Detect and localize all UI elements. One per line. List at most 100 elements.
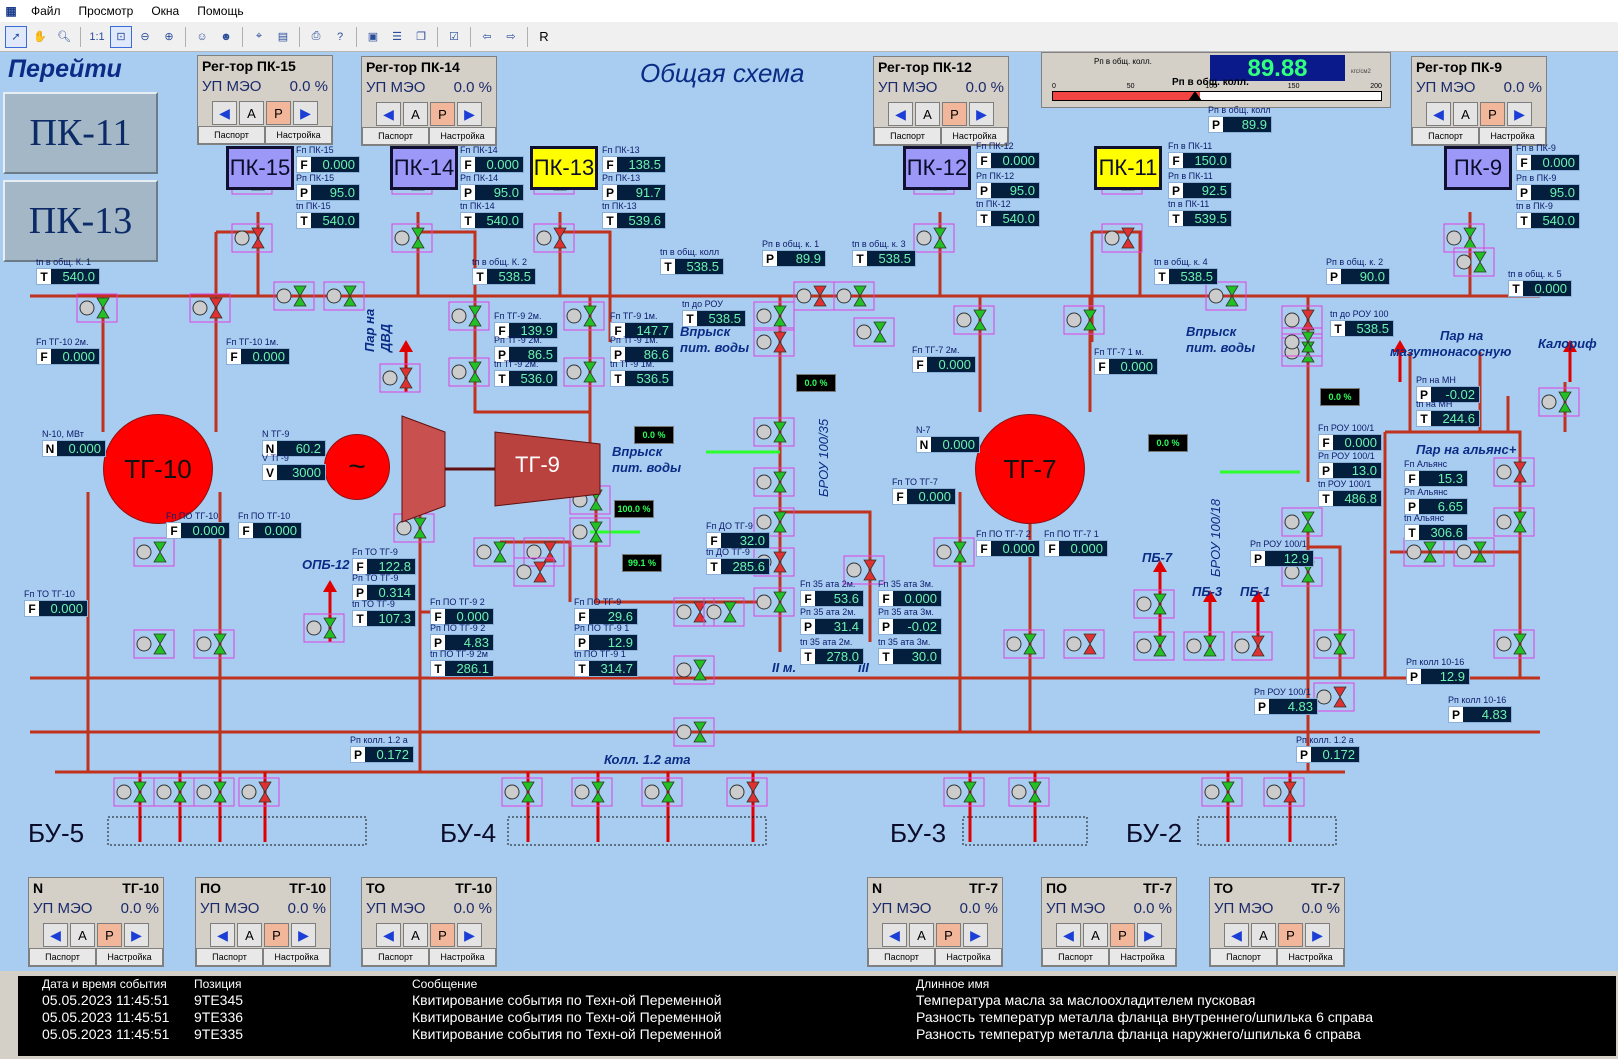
valve-icon[interactable]	[753, 327, 795, 357]
passport-button[interactable]: Паспорт	[196, 948, 263, 966]
valve-icon[interactable]	[273, 281, 315, 311]
zoom-out-icon[interactable]: ⊖	[140, 31, 150, 43]
left-arrow-icon[interactable]: ◀	[43, 923, 68, 947]
settings-button[interactable]: Настройка	[1479, 127, 1546, 145]
right-arrow-icon[interactable]: ▶	[291, 923, 316, 947]
valve-icon[interactable]	[1538, 387, 1580, 417]
settings-button[interactable]: Настройка	[429, 127, 496, 145]
valve-icon[interactable]	[703, 597, 745, 627]
settings-button[interactable]: Настройка	[429, 948, 496, 966]
left-arrow-icon[interactable]: ◀	[376, 923, 401, 947]
valve-icon[interactable]	[448, 357, 490, 387]
valve-icon[interactable]	[189, 293, 231, 323]
settings-button[interactable]: Настройка	[96, 948, 163, 966]
auto-button[interactable]: A	[915, 102, 940, 126]
app-icon[interactable]: ▦	[5, 4, 17, 18]
left-arrow-icon[interactable]: ◀	[1056, 923, 1081, 947]
valve-icon[interactable]	[1133, 631, 1175, 661]
valve-icon[interactable]	[391, 223, 433, 253]
valve-icon[interactable]	[1063, 305, 1105, 335]
reading-value-box[interactable]: P-0.02	[1416, 386, 1480, 403]
passport-button[interactable]: Паспорт	[868, 948, 935, 966]
settings-button[interactable]: Настройка	[263, 948, 330, 966]
zoom-fit-icon[interactable]: ⊡	[110, 25, 132, 48]
tile-icon[interactable]: ☰	[392, 31, 402, 43]
manual-button[interactable]: P	[942, 102, 967, 126]
col-longname[interactable]: Длинное имя	[916, 977, 990, 991]
menu-help[interactable]: Помощь	[197, 4, 244, 18]
valve-icon[interactable]	[1493, 507, 1535, 537]
right-arrow-icon[interactable]: ▶	[457, 102, 482, 126]
valve-icon[interactable]	[473, 537, 515, 567]
right-arrow-icon[interactable]: ▶	[293, 101, 318, 125]
goto-pk13-button[interactable]: ПК-13	[3, 180, 158, 262]
valve-icon[interactable]	[323, 281, 365, 311]
valve-icon[interactable]	[1101, 223, 1143, 253]
valve-icon[interactable]	[231, 223, 273, 253]
valve-icon[interactable]	[1493, 457, 1535, 487]
valve-icon[interactable]	[563, 357, 605, 387]
pk15-box[interactable]: ПК-15	[226, 146, 294, 190]
valve-icon[interactable]	[753, 587, 795, 617]
valve-icon[interactable]	[1201, 777, 1243, 807]
right-arrow-icon[interactable]: ▶	[1507, 102, 1532, 126]
manual-button[interactable]: P	[1480, 102, 1505, 126]
valve-icon[interactable]	[571, 777, 613, 807]
goto-pk11-button[interactable]: ПК-11	[3, 92, 158, 174]
passport-button[interactable]: Паспорт	[362, 948, 429, 966]
valve-icon[interactable]	[641, 777, 683, 807]
valve-icon[interactable]	[1281, 305, 1323, 335]
valve-icon[interactable]	[793, 281, 835, 311]
passport-button[interactable]: Паспорт	[29, 948, 96, 966]
auto-button[interactable]: A	[403, 102, 428, 126]
valve-icon[interactable]	[153, 777, 195, 807]
valve-icon[interactable]	[1281, 507, 1323, 537]
right-arrow-icon[interactable]: ▶	[963, 923, 988, 947]
left-arrow-icon[interactable]: ◀	[212, 101, 237, 125]
right-arrow-icon[interactable]: ▶	[1137, 923, 1162, 947]
valve-icon[interactable]	[726, 777, 768, 807]
col-message[interactable]: Сообщение	[412, 977, 478, 991]
print-icon[interactable]: ⎙	[311, 30, 321, 42]
valve-icon[interactable]	[513, 557, 555, 587]
valve-icon[interactable]	[1281, 557, 1323, 587]
manual-button[interactable]: P	[430, 102, 455, 126]
chart-check-icon[interactable]: ☑	[449, 31, 459, 43]
